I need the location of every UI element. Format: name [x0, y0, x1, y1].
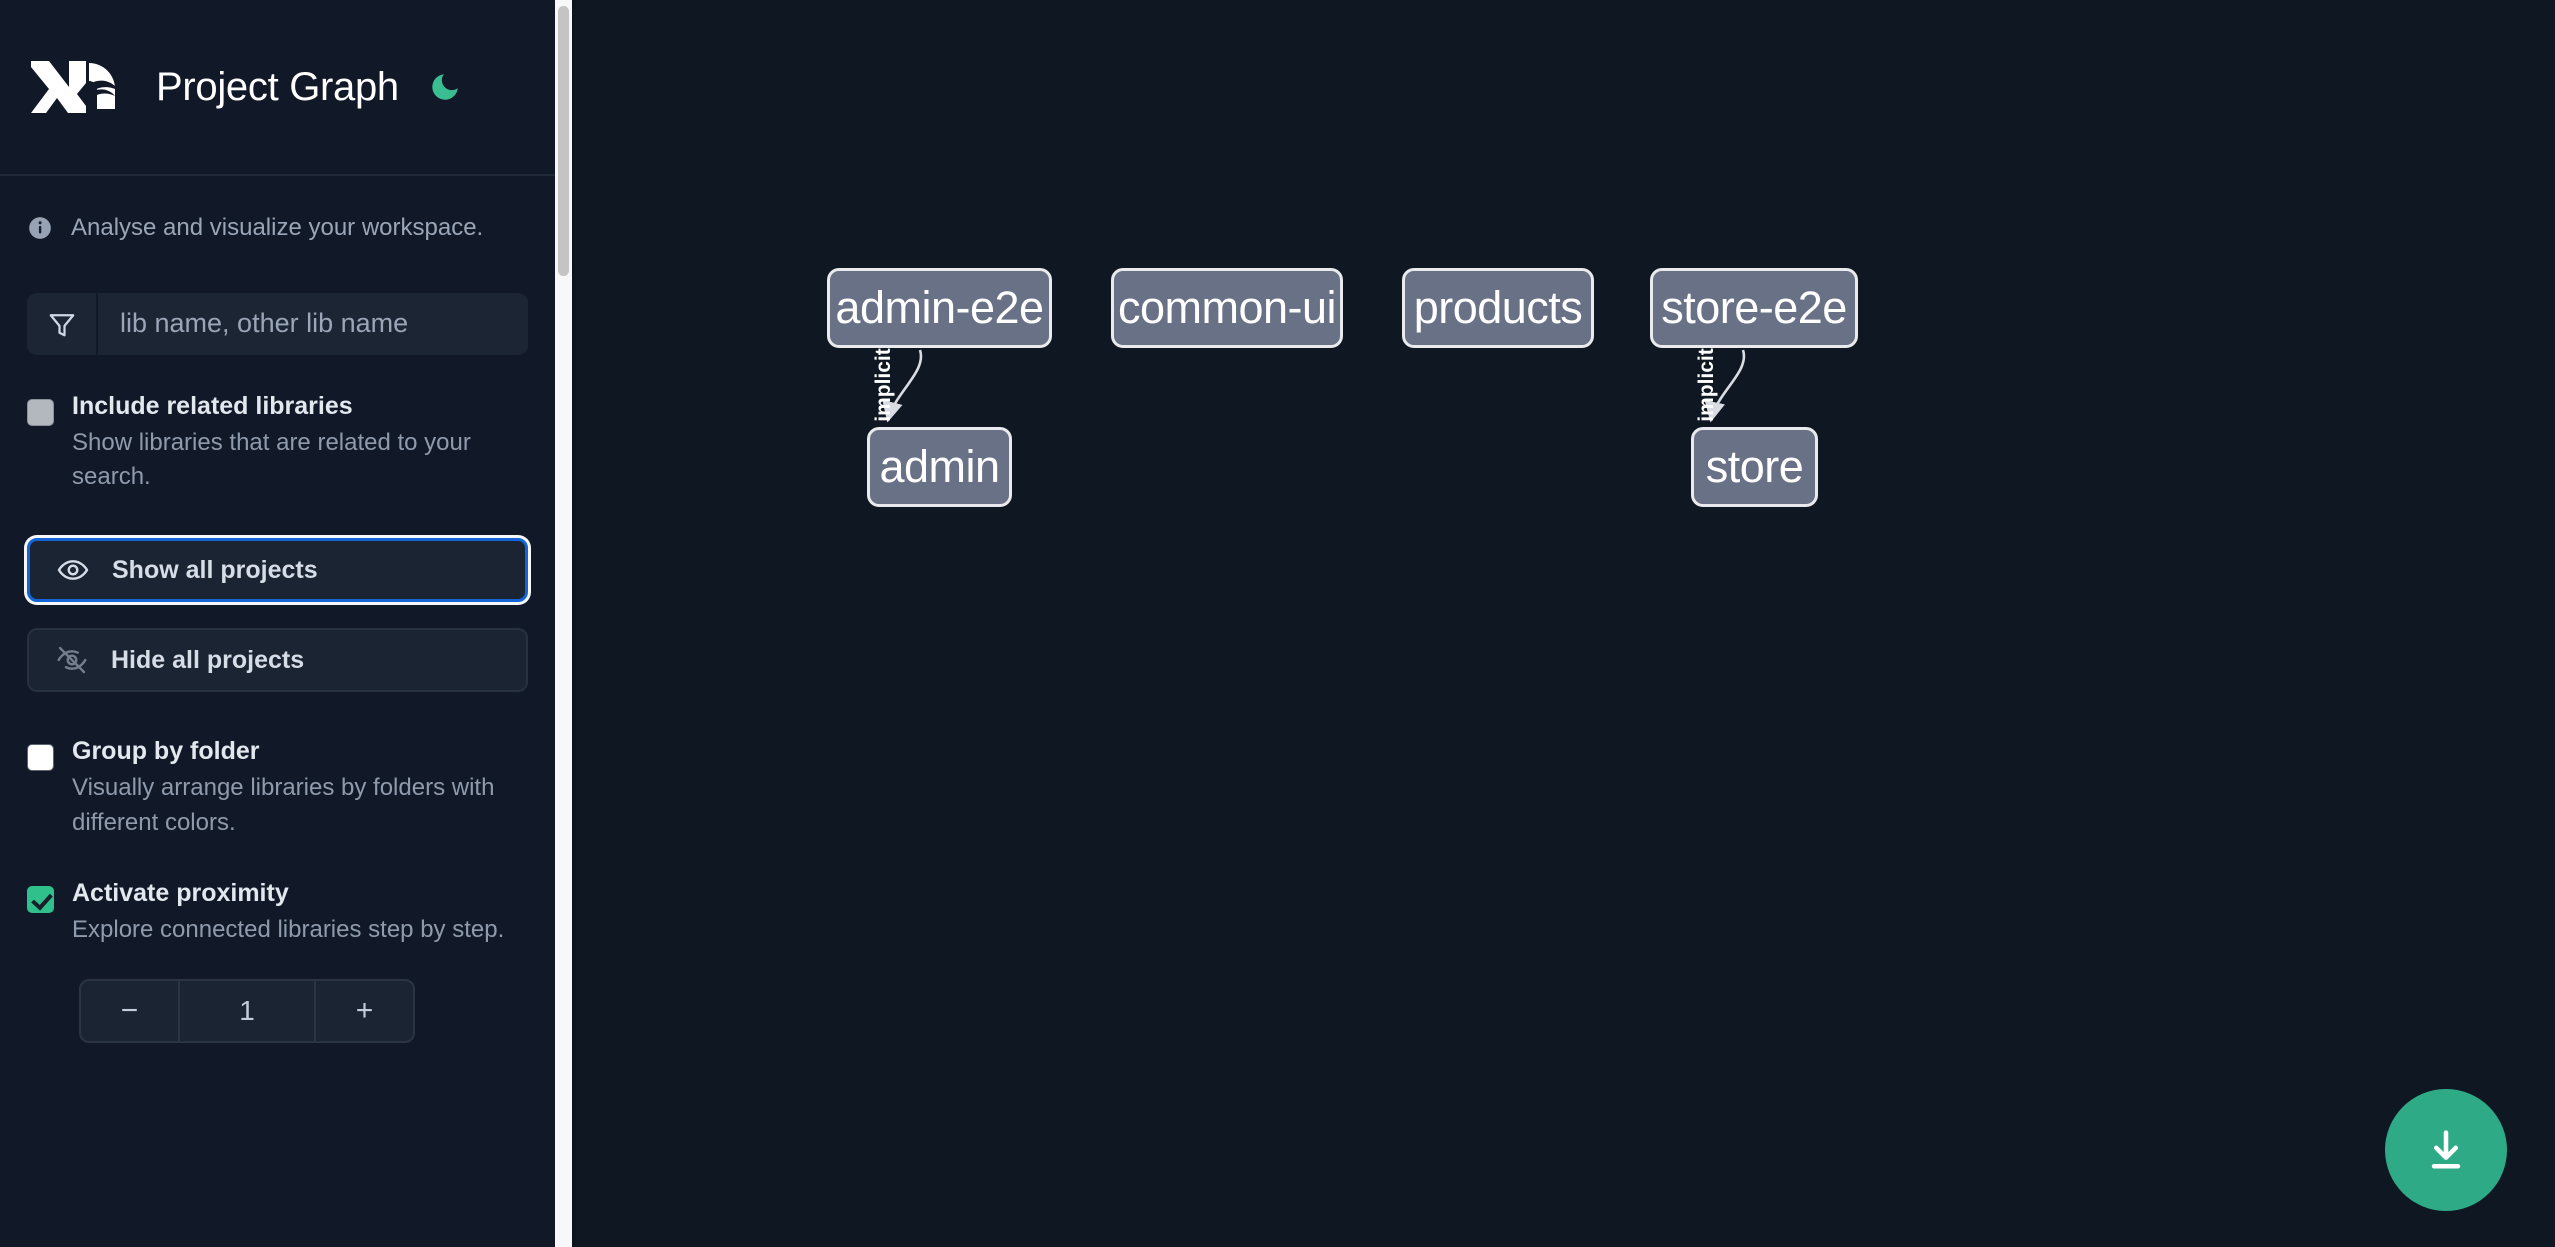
search-input[interactable]: [98, 292, 528, 355]
option-group-by-folder[interactable]: Group by folder Visually arrange librari…: [27, 736, 528, 839]
edge-store-e2e-store: [1704, 349, 1746, 423]
option-label: Activate proximity: [72, 878, 289, 907]
hide-all-projects-button[interactable]: Hide all projects: [27, 628, 528, 693]
graph-node-products[interactable]: products: [1402, 268, 1594, 348]
option-activate-proximity[interactable]: Activate proximity Explore connected lib…: [27, 878, 528, 947]
eye-off-icon: [55, 643, 89, 677]
edge-label-implicit-admin: implicit: [872, 348, 895, 422]
option-description: Explore connected libraries step by step…: [72, 915, 505, 943]
show-all-projects-label: Show all projects: [112, 555, 318, 584]
info-icon: [29, 217, 51, 240]
download-graph-button[interactable]: [2385, 1089, 2507, 1211]
filter-row: [27, 292, 528, 355]
tagline: Analyse and visualize your workspace.: [27, 214, 528, 243]
option-text: Activate proximity Explore connected lib…: [72, 878, 528, 947]
option-include-related-libraries[interactable]: Include related libraries Show libraries…: [27, 391, 528, 494]
hide-all-projects-label: Hide all projects: [111, 645, 305, 674]
graph-node-common-ui[interactable]: common-ui: [1111, 268, 1343, 348]
moon-icon[interactable]: [427, 69, 463, 105]
page-title: Project Graph: [156, 64, 399, 109]
filter-icon: [27, 292, 98, 355]
sidebar-divider: [572, 0, 575, 1247]
moon-glyph: [432, 74, 458, 100]
sidebar-body: Analyse and visualize your workspace. In…: [0, 214, 555, 1043]
proximity-stepper: − 1 +: [79, 978, 415, 1043]
stepper-decrement-button[interactable]: −: [81, 980, 180, 1041]
edge-admin-e2e-admin: [882, 349, 923, 423]
option-text: Group by folder Visually arrange librari…: [72, 736, 528, 839]
eye-icon: [56, 553, 90, 587]
graph-edges: implicit implicit: [872, 348, 1746, 423]
funnel-glyph: [49, 313, 74, 337]
sidebar-scrollbar-thumb[interactable]: [558, 6, 569, 276]
edge-label-implicit-store: implicit: [1695, 348, 1718, 422]
group-by-folder-checkbox[interactable]: [27, 744, 54, 772]
option-label: Include related libraries: [72, 391, 353, 420]
option-description: Visually arrange libraries by folders wi…: [72, 774, 495, 836]
nx-logo-icon: [31, 61, 119, 113]
sidebar: Project Graph Analyse and visualize your…: [0, 0, 555, 1247]
stepper-value[interactable]: 1: [239, 994, 255, 1026]
graph-node-admin-e2e[interactable]: admin-e2e: [827, 268, 1052, 348]
option-text: Include related libraries Show libraries…: [72, 391, 528, 494]
tagline-text: Analyse and visualize your workspace.: [71, 214, 484, 241]
include-related-libraries-checkbox[interactable]: [27, 398, 54, 426]
sidebar-header: Project Graph: [0, 0, 555, 176]
graph-node-store[interactable]: store: [1691, 427, 1818, 507]
show-all-projects-button[interactable]: Show all projects: [27, 538, 528, 603]
sidebar-scrollbar-track[interactable]: [555, 0, 572, 1247]
option-label: Group by folder: [72, 737, 260, 766]
stepper-increment-button[interactable]: +: [314, 980, 413, 1041]
graph-node-store-e2e[interactable]: store-e2e: [1650, 268, 1858, 348]
option-description: Show libraries that are related to your …: [72, 429, 471, 491]
eye-glyph: [57, 560, 89, 581]
graph-canvas[interactable]: implicit implicit admin-e2e common-ui pr…: [575, 0, 2555, 1247]
eye-off-glyph: [57, 647, 87, 674]
graph-node-admin[interactable]: admin: [867, 427, 1012, 507]
download-icon: [2431, 1130, 2461, 1169]
activate-proximity-checkbox[interactable]: [27, 885, 54, 913]
